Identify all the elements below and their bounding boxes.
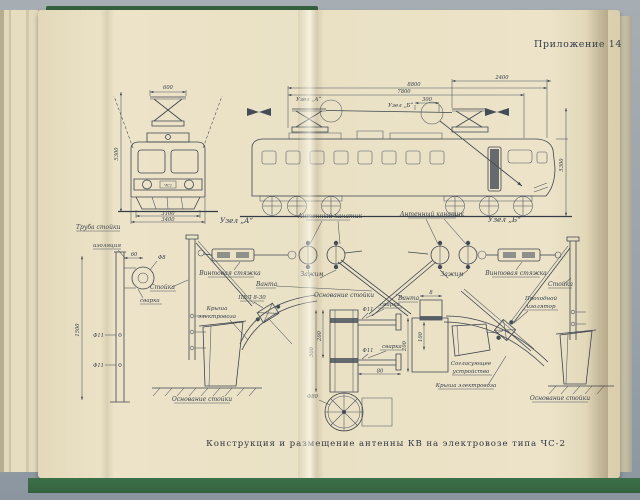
dim-label: 200	[402, 340, 408, 352]
part-label-weld: сварка	[140, 298, 160, 304]
dim-label: 7800	[397, 89, 411, 95]
part-label-turnbuckle: Винтовая стяжка	[198, 270, 261, 277]
detail-heading: Узел „Б“	[488, 215, 521, 224]
part-label-cord: Антенный канатик	[399, 211, 465, 218]
page-stack-left	[0, 10, 42, 472]
dim-label: Ф11	[93, 363, 104, 369]
dim-label: 2400	[494, 75, 509, 81]
dim-label: 100	[418, 331, 424, 342]
base-bracket-detail: Основание стойки Ф11 сварка Ф11 сварка 5…	[307, 290, 448, 431]
part-label-weld: сварка	[380, 302, 400, 308]
node-a-detail: Узел „А“ Антенный канатик	[150, 213, 411, 360]
dim-label: 8800	[407, 82, 421, 88]
part-label-insulator: Проходной	[524, 296, 557, 302]
part-label-clamp-type: ПВЛ 8-30	[237, 295, 266, 301]
dim-label: Ф80	[307, 394, 319, 400]
page-header: Приложение 14	[534, 39, 622, 50]
detail-heading: Узел „А“	[220, 216, 253, 225]
part-label-clamp: Зажим	[441, 271, 464, 278]
dim-label: Ф11	[363, 307, 374, 313]
node-b-detail: Узел „Б“ Антенный канатик	[369, 211, 579, 340]
dim-label: 8	[429, 290, 433, 296]
part-label-weld: сварка	[382, 344, 402, 350]
part-label-cord: Антенный канатик	[297, 213, 363, 220]
dim-label: Ф11	[93, 333, 104, 339]
front-view-drawing: ЧС2 600 5300 3100 3400	[114, 85, 222, 224]
part-label-base: Основание стойки	[530, 395, 590, 402]
roof-entry-left-detail: Основание стойки ПВЛ 8-30 Крыша электров…	[152, 295, 317, 403]
part-label-turnbuckle: Винтовая стяжка	[484, 270, 547, 277]
dim-label: 3400	[161, 217, 175, 223]
node-b-callout: Узел „Б“	[388, 102, 413, 109]
side-view-drawing: Узел „А“ Узел „Б“	[240, 75, 572, 217]
part-label-base: Основание стойки	[172, 396, 232, 403]
part-label-pipe: Труба стойки	[76, 224, 121, 231]
dim-label: 300	[422, 97, 433, 103]
roof-entry-right-detail: Согласующее устройство Проходной изолято…	[435, 289, 614, 402]
part-label-roof: электровоза	[198, 314, 236, 320]
number-plate: ЧС2	[164, 184, 173, 188]
part-label-insulation: изоляция	[93, 243, 121, 249]
part-label-insulator: изолятор	[526, 304, 556, 310]
part-label-post: Стойка	[150, 284, 175, 291]
dim-label: 1500	[75, 323, 81, 337]
dim-label: 60	[131, 252, 138, 258]
part-label-matcher: Согласующее	[451, 361, 492, 367]
pipe-post-detail: Труба стойки изоляция 60 Ф8 сварка 1500 …	[75, 224, 166, 402]
dim-label: 5300	[559, 158, 565, 172]
figure-caption: Конструкция и размещение антенны КВ на э…	[206, 439, 566, 449]
dim-label: 500	[309, 346, 315, 357]
part-label-guy: Ванта	[255, 281, 278, 288]
node-a-callout: Узел „А“	[296, 96, 321, 103]
dim-label: 200	[317, 330, 323, 342]
book-cover-bottom	[28, 478, 640, 496]
dim-label: 3100	[161, 211, 175, 217]
part-label-roof: Крыша электровоза	[435, 383, 496, 389]
background-bottom	[0, 493, 640, 500]
dim-label: 600	[163, 85, 174, 91]
detail-heading: Основание стойки	[314, 292, 374, 299]
dim-label: 80	[377, 369, 384, 375]
part-label-guy: Ванта	[397, 295, 420, 302]
part-label-post: Стойка	[548, 281, 573, 288]
part-label-matcher: устройство	[452, 369, 490, 375]
part-label-clamp: Зажим	[301, 271, 324, 278]
dim-label: Ф11	[363, 348, 374, 354]
dim-label: Ф8	[158, 255, 166, 261]
dim-label: 5300	[114, 147, 120, 161]
part-label-roof: Крыша	[206, 306, 228, 312]
